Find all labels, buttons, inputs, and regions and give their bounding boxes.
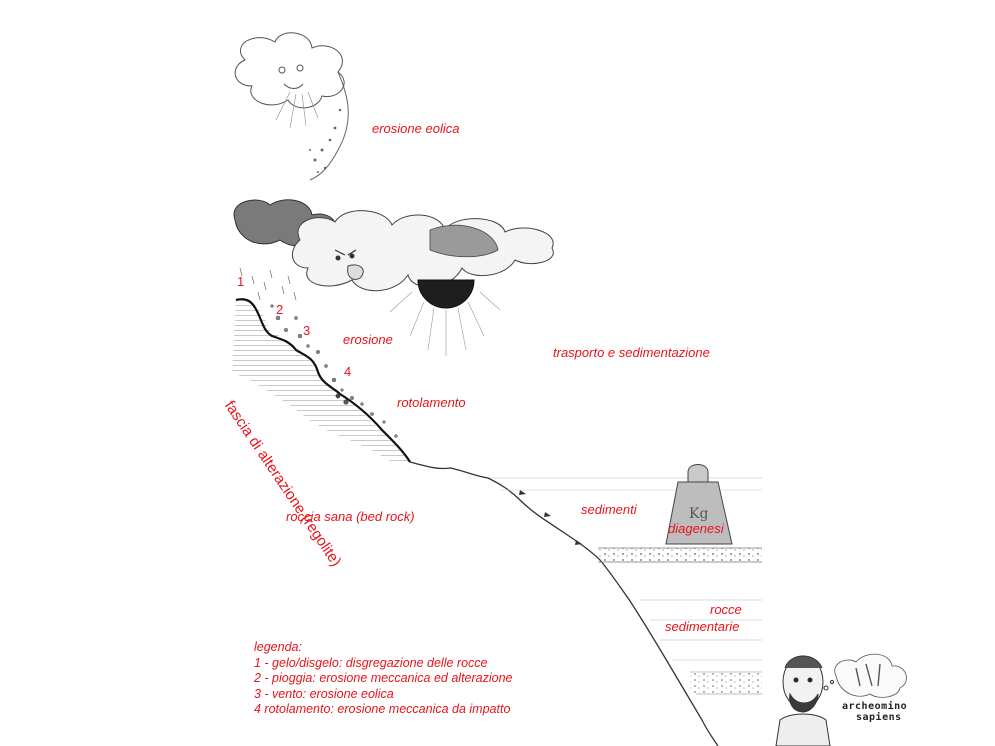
sun-icon xyxy=(389,279,501,356)
legend-item: 2 - pioggia: erosione meccanica ed alter… xyxy=(254,671,513,686)
bedrock-boundary xyxy=(235,298,411,463)
label-sediments: sedimenti xyxy=(581,502,637,517)
number-1: 1 xyxy=(237,274,245,289)
label-sedimentary-rocks-2: sedimentarie xyxy=(665,619,740,634)
label-transport: trasporto e sedimentazione xyxy=(553,345,710,360)
wind-cloud-icon xyxy=(234,32,349,181)
wind-particles xyxy=(309,108,342,173)
ground-profile xyxy=(409,461,719,746)
legend-item: 4 rotolamento: erosione meccanica da imp… xyxy=(254,702,511,717)
label-diagenesis: diagenesi xyxy=(668,521,724,536)
legend-item: 1 - gelo/disgelo: disgregazione delle ro… xyxy=(254,655,488,670)
number-2: 2 xyxy=(276,302,284,317)
credit-line-2: sapiens xyxy=(856,712,902,723)
rain-drops xyxy=(239,267,297,301)
legend-item: 3 - vento: erosione eolica xyxy=(254,686,394,701)
regolith-band xyxy=(232,298,410,462)
archeomino-avatar-icon xyxy=(775,653,907,746)
weight-label: Kg xyxy=(689,506,709,522)
storm-cloud-icon xyxy=(233,199,554,292)
legend-title: legenda: xyxy=(254,640,302,654)
number-3: 3 xyxy=(303,323,311,338)
transport-arrows xyxy=(519,490,582,545)
number-4: 4 xyxy=(344,364,352,379)
credit-line-1: archeomino xyxy=(842,701,908,712)
label-erosion: erosione xyxy=(343,332,393,347)
label-wind-erosion: erosione eolica xyxy=(372,121,460,136)
label-sedimentary-rocks-1: rocce xyxy=(710,602,742,617)
sediment-basin xyxy=(490,477,762,695)
label-bedrock: roccia sana (bed rock) xyxy=(286,509,415,524)
credit-signature: archeomino sapiens xyxy=(842,701,907,723)
legend: legenda: 1 - gelo/disgelo: disgregazione… xyxy=(254,640,513,718)
slope-debris xyxy=(270,304,398,438)
weight-icon xyxy=(665,464,733,545)
label-rolling: rotolamento xyxy=(397,395,466,410)
